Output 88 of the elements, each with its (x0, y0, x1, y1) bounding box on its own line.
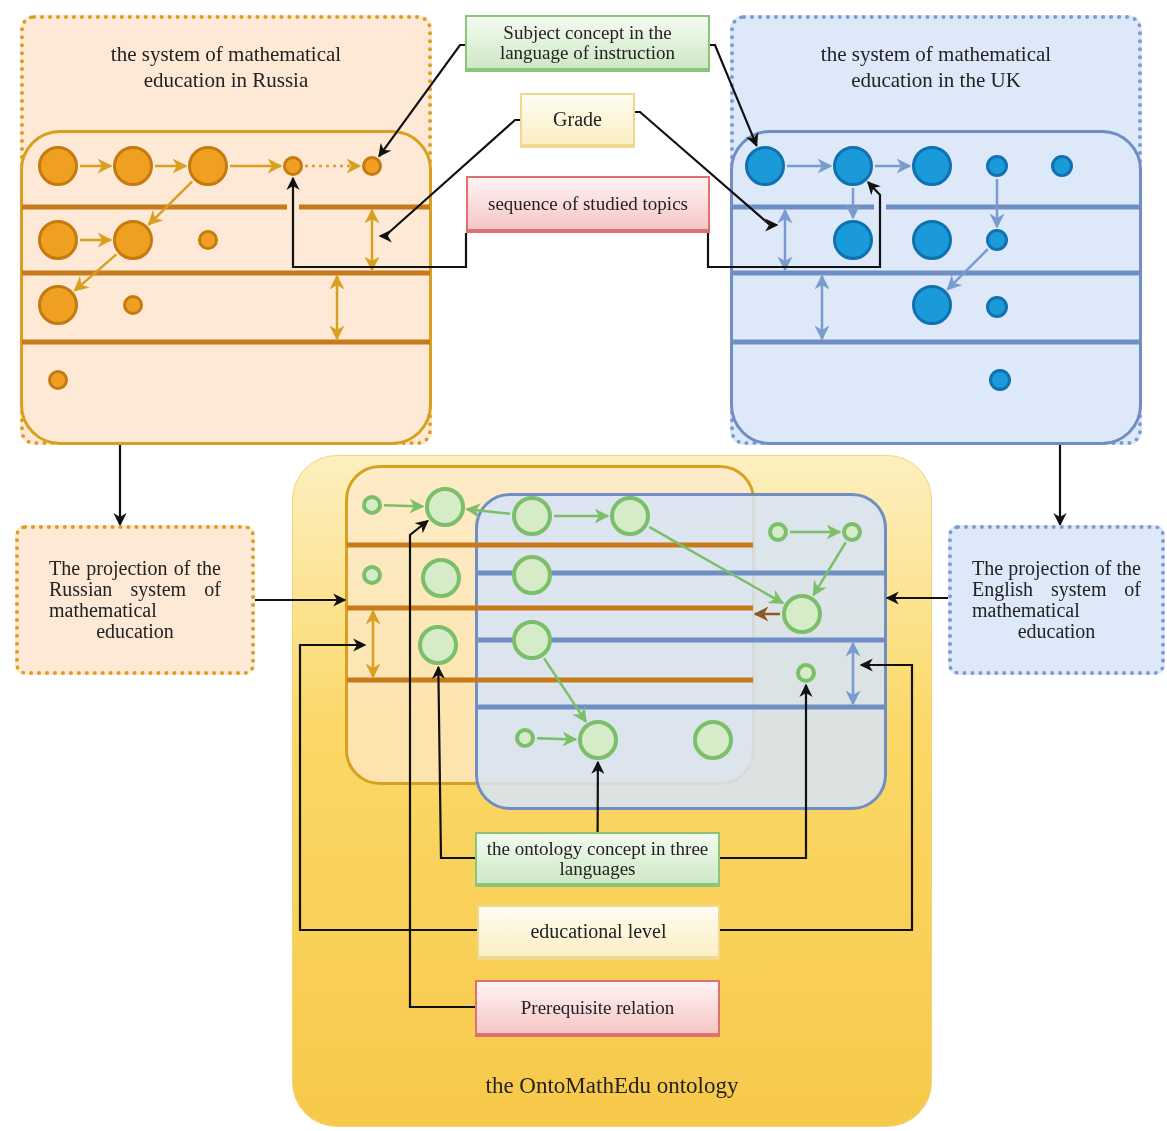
concept-circle (38, 146, 78, 186)
grade-table-panel (20, 130, 432, 445)
arrow (710, 43, 759, 147)
arrow (408, 519, 475, 1009)
arrow (706, 181, 882, 269)
level-label-box: educational level (477, 905, 720, 960)
arrow (113, 445, 127, 527)
arrow (378, 118, 520, 243)
concept-circle (833, 146, 873, 186)
concept-circle (768, 522, 788, 542)
arrow (431, 665, 475, 860)
arrow (787, 158, 833, 174)
panel-title: the system of mathematical education in the UK (819, 41, 1053, 94)
concept-circle (912, 285, 952, 325)
arrow (753, 606, 780, 622)
arrow (554, 508, 610, 524)
concept-label-box: the ontology concept in three languages (475, 832, 720, 887)
arrow (946, 248, 989, 291)
arrow (790, 524, 842, 540)
arrow (155, 158, 188, 174)
panel-title: the OntoMathEdu ontology (484, 1072, 740, 1101)
arrow (298, 638, 477, 932)
arrow (230, 158, 283, 174)
ontology-panel (292, 455, 932, 1127)
concept-circle (796, 663, 816, 683)
dotted-panel (20, 15, 432, 445)
panel-title: the system of mathematical education in Russia (109, 41, 343, 94)
arrow (845, 188, 861, 220)
concept-circle (38, 285, 78, 325)
arrow (635, 110, 779, 232)
concept-circle (986, 229, 1008, 251)
concept-label-box: Subject concept in the language of instruction (465, 15, 710, 72)
arrow (255, 593, 347, 607)
arrow (465, 503, 511, 519)
concept-circle (986, 155, 1008, 177)
concept-circle (745, 146, 785, 186)
arrow (1053, 445, 1067, 527)
grade-interval-marker (845, 640, 861, 707)
arrow (543, 657, 587, 723)
concept-circle (1051, 155, 1073, 177)
concept-circle (283, 156, 303, 176)
concept-circle (113, 146, 153, 186)
arrow (80, 232, 113, 248)
concept-circle (989, 369, 1011, 391)
arrow (875, 158, 912, 174)
arrow (591, 760, 605, 832)
concept-circle (421, 558, 461, 598)
concept-circle (198, 230, 218, 250)
projection-box: The projection of the Russian system of mathematical education (15, 525, 255, 675)
concept-circle (188, 146, 228, 186)
arrow (73, 253, 118, 292)
concept-circle (113, 220, 153, 260)
arrow (286, 176, 468, 269)
arrow (720, 658, 914, 932)
arrow (989, 179, 1005, 229)
concept-circle (362, 495, 382, 515)
arrow (305, 158, 362, 174)
level-label-box: Grade (520, 93, 635, 148)
concept-circle (842, 522, 862, 542)
arrow (80, 158, 113, 174)
concept-circle (912, 220, 952, 260)
concept-circle (362, 156, 382, 176)
concept-circle (833, 220, 873, 260)
relation-label-box: Prerequisite relation (475, 980, 720, 1037)
concept-circle (912, 146, 952, 186)
concept-circle (48, 370, 68, 390)
grade-interval-marker (365, 608, 381, 680)
concept-circle (782, 594, 822, 634)
concept-circle (425, 487, 465, 527)
arrow (383, 498, 425, 514)
projection-box: The projection of the English system of mathematical education (948, 525, 1165, 675)
grade-table-panel (730, 130, 1142, 445)
concept-circle (986, 296, 1008, 318)
grade-interval-marker (777, 207, 793, 273)
grade-interval-marker (364, 207, 380, 273)
arrow (812, 541, 847, 597)
concept-circle (123, 295, 143, 315)
concept-circle (362, 565, 382, 585)
arrow (885, 591, 948, 605)
dotted-panel (730, 15, 1142, 445)
relation-label-box: sequence of studied topics (466, 176, 710, 233)
arrow (147, 180, 194, 226)
concept-circle (418, 625, 458, 665)
arrow (648, 525, 785, 605)
arrow (536, 731, 578, 747)
concept-circle (38, 220, 78, 260)
arrow (378, 43, 465, 158)
arrow (720, 683, 813, 860)
